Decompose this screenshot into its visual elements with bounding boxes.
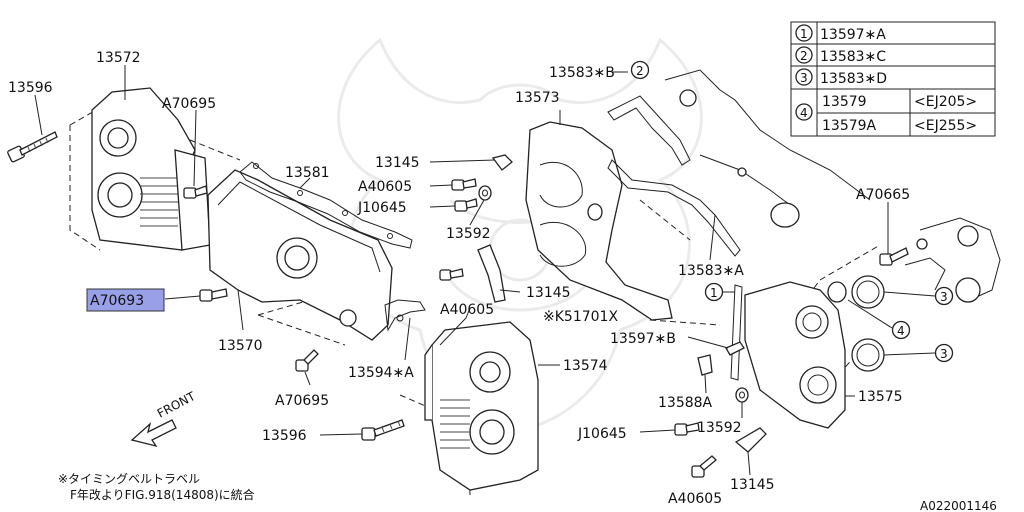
bracket-13145-top [491,154,513,171]
front-arrow-icon [130,419,177,448]
note-line-1: ※タイミングベルトラベル [58,472,200,486]
callout-2-text: 2 [636,64,644,78]
belt-cover-13572 [91,87,211,251]
bolt-A70665 [879,238,928,266]
legend-row-2-part: 13583∗C [820,49,886,65]
bolt-A70695-top [183,185,208,199]
seal-13583B [607,95,691,166]
belt-cover-13574 [399,321,539,496]
seal-13594A [339,299,426,332]
label-13581[interactable]: 13581 [285,165,330,181]
callout-2[interactable]: 2 [630,60,650,80]
engine-block [639,69,1001,326]
bolt-J10645-bottom [674,422,700,436]
legend-row-3-num: 3 [800,71,808,85]
label-13596-bottom[interactable]: 13596 [262,428,307,444]
callout-1[interactable]: 1 [704,282,724,302]
seal-13597A [730,284,743,381]
legend-row-1-num: 1 [800,27,808,41]
bolt-13596-top [7,131,58,163]
label-A40605-bottom[interactable]: A40605 [668,491,722,507]
legend-row-5-part: 13579A [822,118,877,134]
legend-row-4-num: 4 [800,106,808,120]
label-13594A[interactable]: 13594∗A [348,365,414,381]
label-13145-bottom[interactable]: 13145 [730,477,775,493]
bolt-A70693 [199,288,228,302]
seal-ring-3-lower [851,338,885,372]
label-13583A[interactable]: 13583∗A [678,263,744,279]
legend-row-3[interactable]: 3 13583∗D [795,68,887,87]
label-A70695-bottom[interactable]: A70695 [275,393,329,409]
belt-cover-13570 [207,169,393,341]
belt-cover-13575 [744,244,881,429]
label-K51701X[interactable]: ※K51701X [543,309,618,325]
label-13597B[interactable]: 13597∗B [610,331,676,347]
legend-row-4[interactable]: 4 13579 <EJ205> [795,94,977,121]
callout-3-upper-text: 3 [940,290,948,304]
seal-13583A [607,159,741,257]
label-J10645-bottom[interactable]: J10645 [577,426,627,442]
diagram-id: A022001146 [920,499,997,512]
label-13592-bottom[interactable]: 13592 [697,420,742,436]
label-13596-top[interactable]: 13596 [8,80,53,96]
bracket-13145-mid [477,244,506,303]
leader-lines [34,65,936,476]
front-label: FRONT [155,389,198,421]
note-line-2: F年改よりFIG.918(14808)に統合 [70,487,255,502]
callout-4-text: 4 [897,324,905,338]
seal-13597B [725,341,745,356]
label-J10645-top[interactable]: J10645 [357,200,407,216]
label-A40605-top[interactable]: A40605 [358,179,412,195]
bolt-A40605-top [451,178,477,191]
legend-row-1[interactable]: 1 13597∗A [795,24,886,43]
label-A40605-mid[interactable]: A40605 [440,302,494,318]
label-A70665[interactable]: A70665 [856,187,910,203]
callout-1-text: 1 [710,286,718,300]
legend-row-3-part: 13583∗D [820,71,887,87]
legend-row-4-spec: <EJ205> [914,94,977,110]
spacer-13592-bottom [735,387,749,403]
seal-13581 [239,161,413,249]
seal-ring-4 [827,281,847,303]
spacer-13592-top [478,185,492,201]
legend-row-2[interactable]: 2 13583∗C [795,46,886,65]
legend-row-4-part: 13579 [822,94,867,110]
label-13574[interactable]: 13574 [563,358,608,374]
label-A70695-top[interactable]: A70695 [162,96,216,112]
label-A70693[interactable]: A70693 [90,293,144,309]
label-13575[interactable]: 13575 [858,389,903,405]
bolt-13596-bottom [361,419,405,441]
label-13572[interactable]: 13572 [96,50,141,66]
callout-4[interactable]: 4 [891,320,911,340]
part-labels: 13572 13596 A70695 13581 A70693 13570 A7… [8,50,910,507]
bolt-A40605-bottom [691,455,717,478]
callout-3-lower[interactable]: 3 [934,343,954,363]
callout-3-upper[interactable]: 3 [934,286,954,306]
bolt-mid [439,268,464,281]
legend-row-5-spec: <EJ255> [914,118,977,134]
label-13145-mid[interactable]: 13145 [526,285,571,301]
label-13573[interactable]: 13573 [515,90,560,106]
bracket-13588A [697,354,713,376]
callout-3-lower-text: 3 [940,347,948,361]
label-13592-top[interactable]: 13592 [446,226,491,242]
legend-row-1-part: 13597∗A [820,27,886,43]
label-13570[interactable]: 13570 [218,338,263,354]
label-13588A[interactable]: 13588A [658,395,713,411]
label-13583B[interactable]: 13583∗B [549,65,615,81]
legend-row-2-num: 2 [800,49,808,63]
highlight-box [86,288,165,312]
label-13145-top[interactable]: 13145 [375,155,420,171]
bolt-J10645-top [454,198,478,212]
seal-ring-3-upper [851,275,885,309]
legend-table: 1 13597∗A 2 13583∗C 3 13583∗D 4 13579 <E… [790,21,996,137]
legend-row-5[interactable]: 13579A <EJ255> [822,118,977,134]
bolt-A70695-bottom [295,349,319,372]
rear-plate-13573 [525,121,673,321]
bracket-13145-bottom [734,427,767,453]
